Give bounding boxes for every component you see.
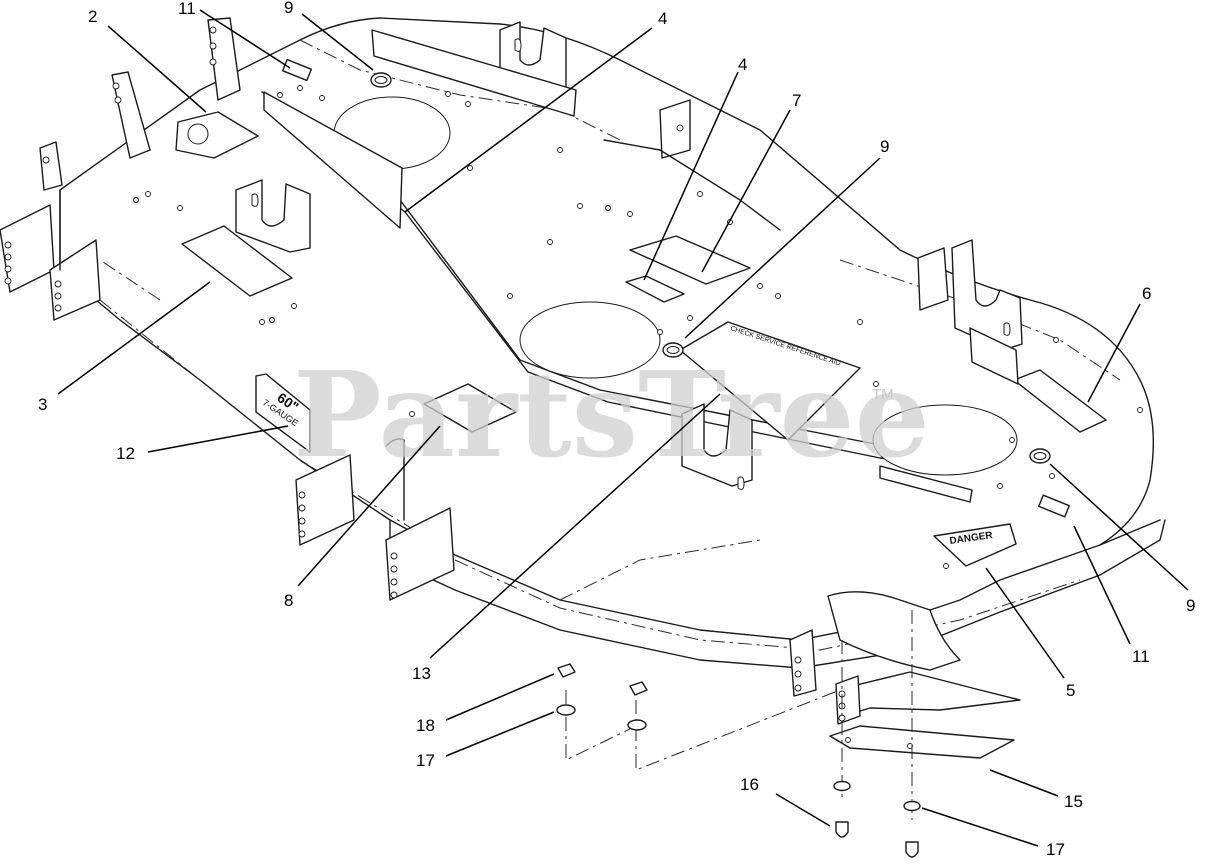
decal-11-front (1038, 494, 1070, 518)
washer-right (627, 719, 647, 731)
callout-17: 17 (1046, 840, 1065, 859)
callout-4: 4 (738, 55, 747, 74)
callout-12: 12 (116, 444, 135, 463)
callout-16: 16 (740, 775, 759, 794)
decal-2-shape (175, 111, 259, 159)
decal-4-center (625, 275, 685, 303)
washer-bottom-left (833, 780, 851, 792)
callout-4: 4 (658, 9, 667, 28)
blade-opening-right (872, 404, 1018, 476)
front-brackets (295, 438, 817, 697)
watermark-trademark: TM (872, 386, 894, 403)
decal-12 (255, 373, 311, 453)
callout-9: 9 (284, 0, 293, 17)
callout-8: 8 (284, 591, 293, 610)
nut-right (629, 681, 648, 696)
decal-5 (933, 523, 1017, 567)
decal-6 (1013, 369, 1107, 433)
decal-13 (679, 321, 861, 441)
callouts: 2 11 9 4 4 7 9 6 3 12 8 13 9 11 5 18 17 … (38, 0, 1195, 859)
callout-2: 2 (88, 7, 97, 26)
hardware (556, 663, 921, 858)
plugs (370, 72, 1051, 464)
yoke-brackets (235, 21, 1023, 490)
blade-opening-center (519, 301, 661, 379)
washer-left (556, 704, 576, 716)
decal-3 (181, 225, 293, 297)
watermark: PartsTree TM (293, 345, 930, 484)
bolt-right (905, 841, 919, 858)
deck-decals: CHECK SERVICE REFERENCE AID DANGER 60" 7… (175, 29, 1107, 567)
washer-bottom-right (903, 800, 921, 812)
leader-lines (57, 9, 1189, 847)
decal-4-side (263, 91, 403, 229)
plate-15 (829, 725, 1015, 759)
decal-8 (423, 383, 517, 433)
callout-17: 17 (416, 751, 435, 770)
bolt-left (835, 821, 849, 838)
callout-13: 13 (412, 664, 431, 683)
callout-6: 6 (1142, 284, 1151, 303)
callout-5: 5 (1066, 681, 1075, 700)
plug-right (1029, 448, 1051, 464)
decal-7 (629, 235, 751, 285)
nut-left (557, 663, 576, 678)
decal-4-rear (371, 29, 577, 117)
callout-11: 11 (178, 0, 196, 18)
callout-11: 11 (1132, 647, 1150, 666)
plug-rear (370, 72, 392, 88)
callout-18: 18 (416, 716, 435, 735)
watermark-brand: PartsTree (293, 345, 930, 484)
callout-3: 3 (38, 395, 47, 414)
left-brackets (0, 17, 241, 321)
callout-9: 9 (880, 137, 889, 156)
roller-bracket (827, 591, 961, 671)
callout-15: 15 (1064, 792, 1083, 811)
plug-center (662, 342, 684, 358)
decal-4-front (879, 465, 973, 503)
callout-7: 7 (792, 91, 801, 110)
front-roller-assembly (565, 591, 1021, 820)
callout-9: 9 (1186, 596, 1195, 615)
